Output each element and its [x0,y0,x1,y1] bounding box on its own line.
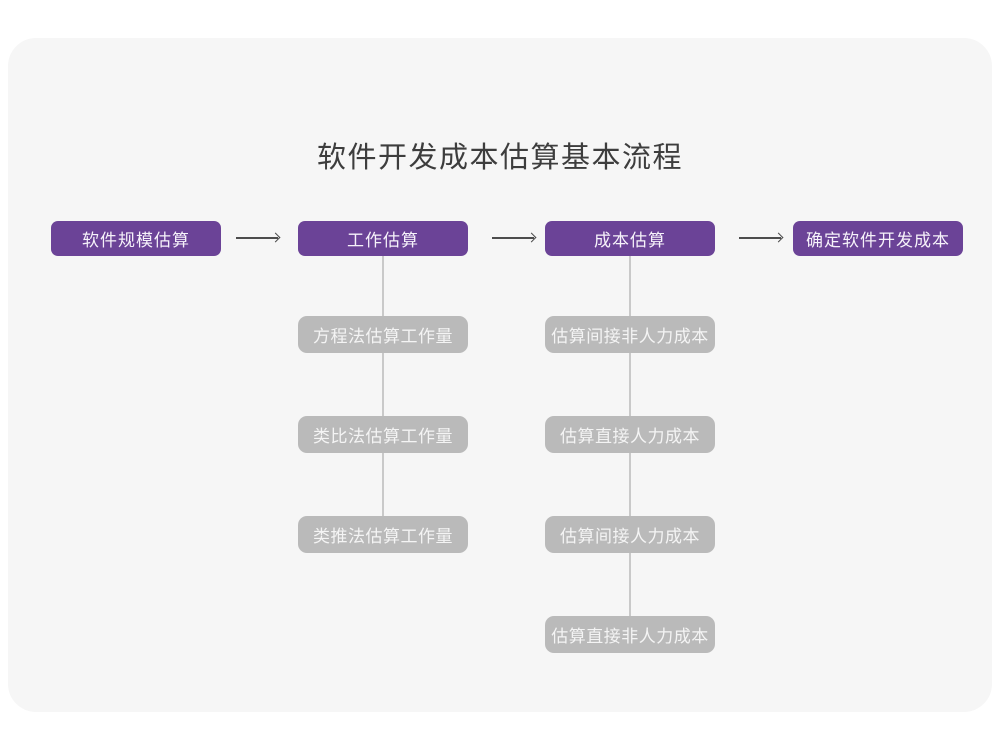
substep-label: 类推法估算工作量 [313,527,453,546]
substep-equation-method: 方程法估算工作量 [298,316,468,353]
connector-line-effort [382,256,384,526]
substep-direct-labor-cost: 估算直接人力成本 [545,416,715,453]
step-label: 工作估算 [347,231,419,250]
arrow-head [526,232,537,243]
step-label: 成本估算 [594,231,666,250]
right-arrow-icon [739,230,784,246]
substep-indirect-nonlabor-cost: 估算间接非人力成本 [545,316,715,353]
right-arrow-icon [492,230,537,246]
arrow-head [773,232,784,243]
right-arrow-icon [236,230,281,246]
arrow-shaft [492,237,534,239]
step-label: 软件规模估算 [82,231,190,250]
step-effort-estimation: 工作估算 [298,221,468,256]
substep-label: 类比法估算工作量 [313,427,453,446]
substep-label: 估算直接人力成本 [560,427,700,446]
step-software-scale-estimation: 软件规模估算 [51,221,221,256]
step-label: 确定软件开发成本 [806,231,950,250]
substep-label: 估算间接人力成本 [560,527,700,546]
page-title: 软件开发成本估算基本流程 [316,142,683,174]
substep-label: 估算间接非人力成本 [551,327,709,346]
flowchart-card: 软件开发成本估算基本流程 软件规模估算 工作估算 成本估算 确定软件开发成本 方… [8,38,992,712]
arrow-shaft [739,237,781,239]
arrow-shaft [236,237,278,239]
arrow-head [270,232,281,243]
substep-label: 估算直接非人力成本 [551,627,709,646]
step-determine-development-cost: 确定软件开发成本 [793,221,963,256]
substep-extrapolation-method: 类推法估算工作量 [298,516,468,553]
substep-label: 方程法估算工作量 [313,327,453,346]
substep-analogy-method: 类比法估算工作量 [298,416,468,453]
step-cost-estimation: 成本估算 [545,221,715,256]
substep-indirect-labor-cost: 估算间接人力成本 [545,516,715,553]
substep-direct-nonlabor-cost: 估算直接非人力成本 [545,616,715,653]
